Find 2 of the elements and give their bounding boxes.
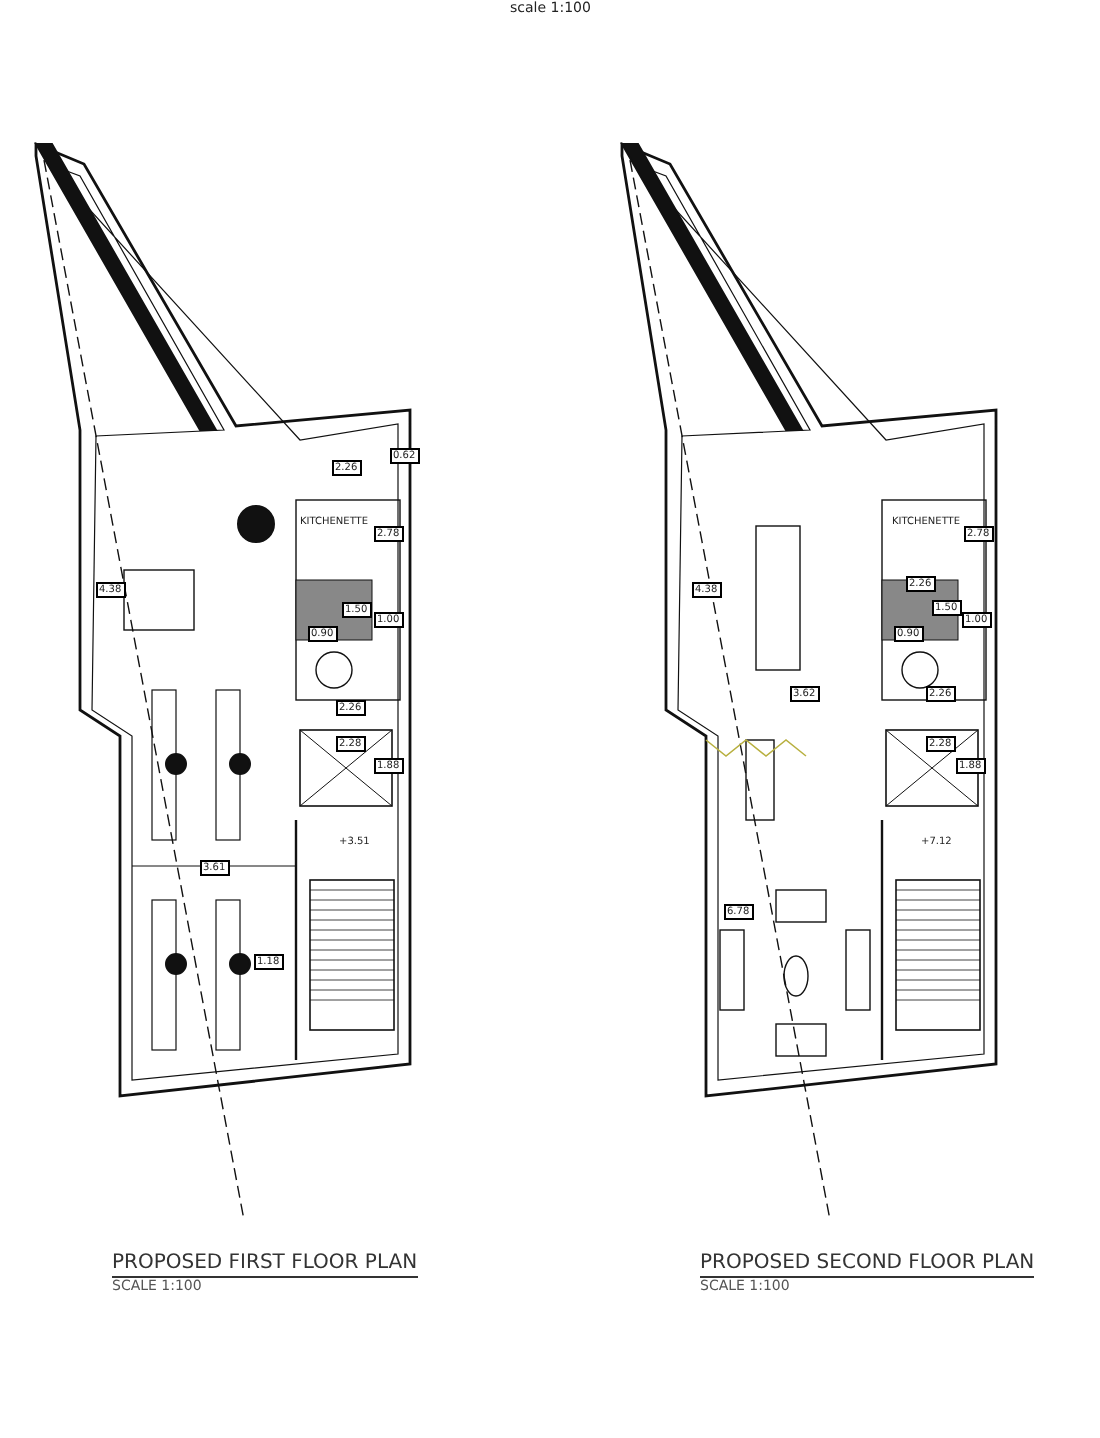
- plan-title: PROPOSED SECOND FLOOR PLAN: [700, 1254, 1035, 1278]
- plan-title: PROPOSED FIRST FLOOR PLAN: [112, 1254, 418, 1278]
